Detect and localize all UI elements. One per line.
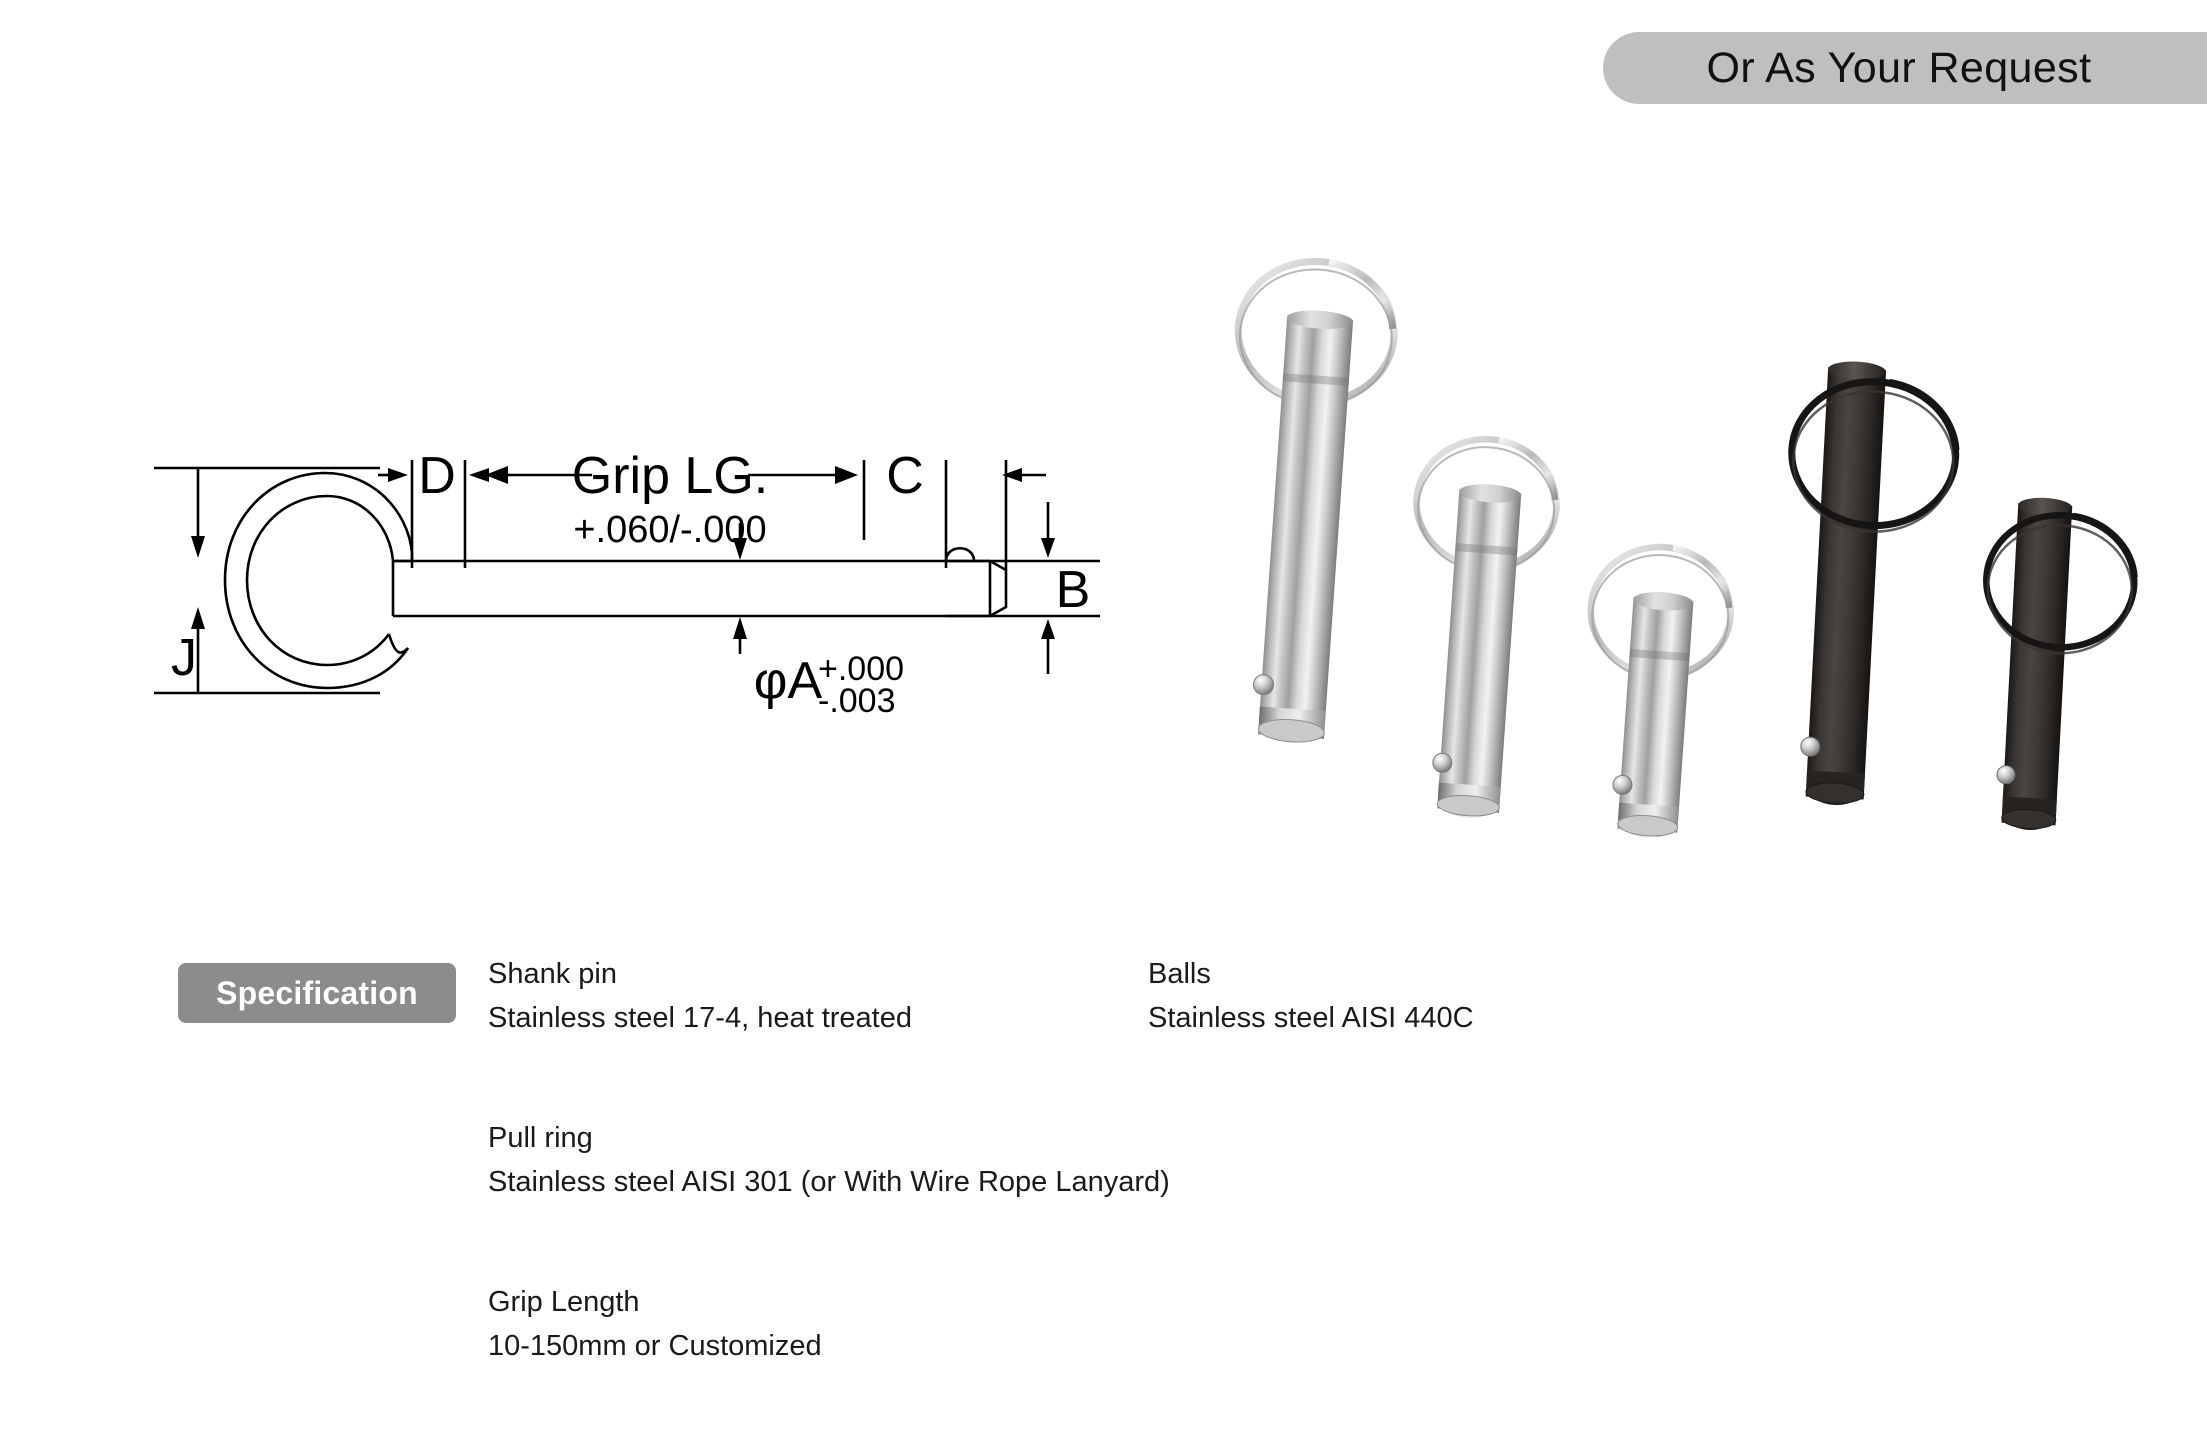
pin-top-cap — [1459, 484, 1522, 503]
drawing-svg: J D Grip LG. +.060/-.000 C B φA +.000 -.… — [154, 447, 1100, 720]
phia-arrow-down — [733, 538, 747, 560]
dimension-label-j: J — [171, 629, 197, 687]
pin-top-cap — [1287, 310, 1354, 330]
spec-value-grip-length: 10-150mm or Customized — [488, 1330, 822, 1362]
dimension-label-shank-tol-upper: +.000 — [818, 650, 904, 688]
grip-arrow-right — [835, 466, 858, 484]
header-badge-label: Or As Your Request — [1706, 43, 2092, 92]
pin-end-face — [1805, 782, 1865, 804]
spec-spacer-2 — [488, 1204, 1888, 1280]
pin-steel-short — [1587, 543, 1734, 838]
ring-outer-arc — [223, 471, 410, 690]
pin-end-face — [1617, 815, 1679, 837]
dimension-label-d: D — [418, 447, 456, 505]
b-arrow-down — [1041, 538, 1055, 558]
pin-tip-chamfer — [989, 559, 1008, 618]
ring-cap-lower — [387, 633, 409, 654]
split-ring-icon — [1983, 512, 2138, 651]
spec-spacer-1 — [488, 1040, 1888, 1116]
ring-upper-lobe-outer — [324, 471, 414, 561]
specification-badge-label: Specification — [216, 974, 418, 1011]
technical-drawing: J D Grip LG. +.060/-.000 C B φA +.000 -.… — [140, 420, 1140, 760]
spec-row-grip-length: Grip Length 10-150mm or Customized — [488, 1280, 1888, 1368]
ball-detent — [1252, 674, 1274, 696]
ball-detent — [1612, 774, 1633, 795]
spec-title-balls: Balls — [1148, 958, 1211, 990]
specification-badge: Specification — [178, 963, 456, 1023]
ring-upper-lobe-inner — [326, 494, 395, 562]
pin-top-cap — [2018, 497, 2073, 516]
ball-detent — [1432, 752, 1453, 773]
split-ring-icon — [1788, 378, 1960, 530]
dimension-label-grip-length: Grip LG. — [572, 447, 769, 505]
dimension-label-grip-tolerance: +.060/-.000 — [573, 509, 766, 551]
ball-detent — [1800, 736, 1821, 757]
dimension-label-shank-tol-lower: -.003 — [818, 682, 896, 720]
pin-black-short — [1983, 497, 2138, 830]
pin-end-face — [2001, 808, 2057, 830]
pin-shaft — [1805, 367, 1887, 800]
pin-steel-long — [1234, 257, 1398, 743]
spec-cell-pull-ring: Pull ring Stainless steel AISI 301 (or W… — [488, 1116, 1688, 1204]
spec-title-pull-ring: Pull ring — [488, 1122, 593, 1154]
spec-value-pull-ring: Stainless steel AISI 301 (or With Wire R… — [488, 1166, 1170, 1198]
d-arrow-left — [388, 468, 408, 482]
product-photo-group — [1150, 180, 2160, 870]
dimension-label-b: B — [1056, 561, 1091, 619]
j-arrow-down — [191, 536, 205, 558]
dimension-label-shank-diameter: φA — [754, 652, 823, 710]
spec-cell-balls: Balls Stainless steel AISI 440C — [1148, 952, 1808, 1040]
phia-arrow-up — [733, 617, 747, 639]
specification-table: Shank pin Stainless steel 17-4, heat tre… — [488, 952, 1888, 1368]
pin-top-cap — [1633, 592, 1694, 611]
d-arrow-right — [469, 468, 489, 482]
pin-steel-medium — [1413, 435, 1560, 818]
pin-end-face — [1436, 794, 1500, 817]
dimension-label-c: C — [886, 447, 924, 505]
j-arrow-up — [191, 607, 205, 629]
b-arrow-up — [1041, 619, 1055, 639]
spec-row-pull-ring: Pull ring Stainless steel AISI 301 (or W… — [488, 1116, 1888, 1204]
grip-arrow-left — [485, 466, 508, 484]
ball-detent-bump — [944, 546, 976, 562]
header-badge: Or As Your Request — [1603, 32, 2207, 104]
ball-detent — [1996, 765, 2016, 785]
spec-title-grip-length: Grip Length — [488, 1286, 640, 1318]
pin-shaft — [1437, 489, 1522, 813]
pin-black-long — [1788, 361, 1960, 806]
spec-cell-grip-length: Grip Length 10-150mm or Customized — [488, 1280, 1688, 1368]
spec-row-shank-pin: Shank pin Stainless steel 17-4, heat tre… — [488, 952, 1888, 1040]
pin-shaft — [1257, 315, 1354, 740]
pin-end-face — [1257, 719, 1325, 743]
product-photo-svg — [1234, 257, 2138, 838]
pin-shaft — [1617, 597, 1694, 833]
pin-top-cap — [1828, 361, 1887, 380]
c-arrow-right — [1002, 468, 1022, 482]
spec-cell-shank-pin: Shank pin Stainless steel 17-4, heat tre… — [488, 952, 1148, 1040]
spec-value-shank-pin: Stainless steel 17-4, heat treated — [488, 1002, 912, 1034]
spec-title-shank-pin: Shank pin — [488, 958, 617, 990]
pin-shaft — [2001, 503, 2073, 826]
spec-value-balls: Stainless steel AISI 440C — [1148, 1002, 1474, 1034]
ring-inner-arc — [245, 494, 391, 667]
